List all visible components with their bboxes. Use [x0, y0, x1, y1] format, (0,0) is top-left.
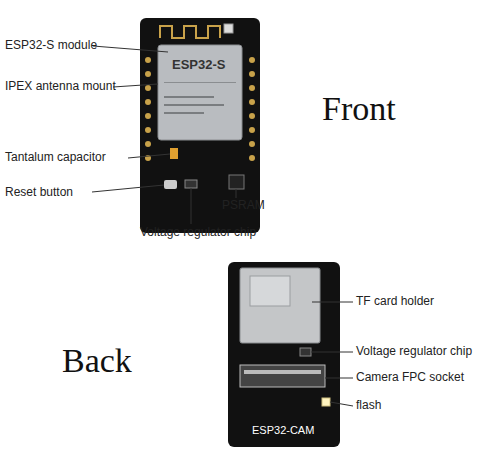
part-label: PSRAM	[222, 199, 265, 212]
part-label: Voltage regulator chip	[356, 345, 472, 358]
shield-print	[164, 104, 224, 106]
part-label: Voltage regulator chip	[140, 226, 256, 239]
leader-lines	[311, 302, 353, 406]
pin-header	[145, 57, 255, 161]
part-label: ESP32-S module	[5, 39, 97, 52]
part-label: Camera FPC socket	[356, 371, 464, 384]
part-label: Tantalum capacitor	[5, 151, 106, 164]
flash-led	[322, 398, 330, 406]
part-label: flash	[356, 399, 381, 412]
shield-print	[164, 112, 204, 114]
psram-chip	[229, 175, 244, 189]
tf-slot	[250, 276, 290, 306]
fpc-socket	[240, 365, 325, 387]
shield-print	[164, 96, 214, 98]
module-shield	[158, 45, 242, 140]
board-marking: ESP32-CAM	[252, 424, 314, 436]
shield-line	[164, 82, 236, 83]
pcb-antenna	[160, 26, 220, 38]
view-title: Front	[322, 90, 396, 127]
tf-card-holder	[240, 268, 320, 343]
ipex-connector	[224, 24, 233, 33]
module-marking: ESP32-S	[172, 58, 225, 72]
tantalum-capacitor	[170, 148, 178, 159]
part-label: TF card holder	[356, 295, 434, 308]
part-label: Reset button	[5, 186, 73, 199]
back-pcb	[228, 262, 340, 447]
fpc-contacts	[244, 370, 321, 374]
leader-lines	[92, 46, 236, 224]
part-label: IPEX antenna mount	[5, 80, 116, 93]
view-title: Back	[62, 342, 132, 379]
regulator-chip	[300, 348, 311, 356]
regulator-chip	[185, 180, 197, 188]
reset-button	[164, 180, 177, 189]
